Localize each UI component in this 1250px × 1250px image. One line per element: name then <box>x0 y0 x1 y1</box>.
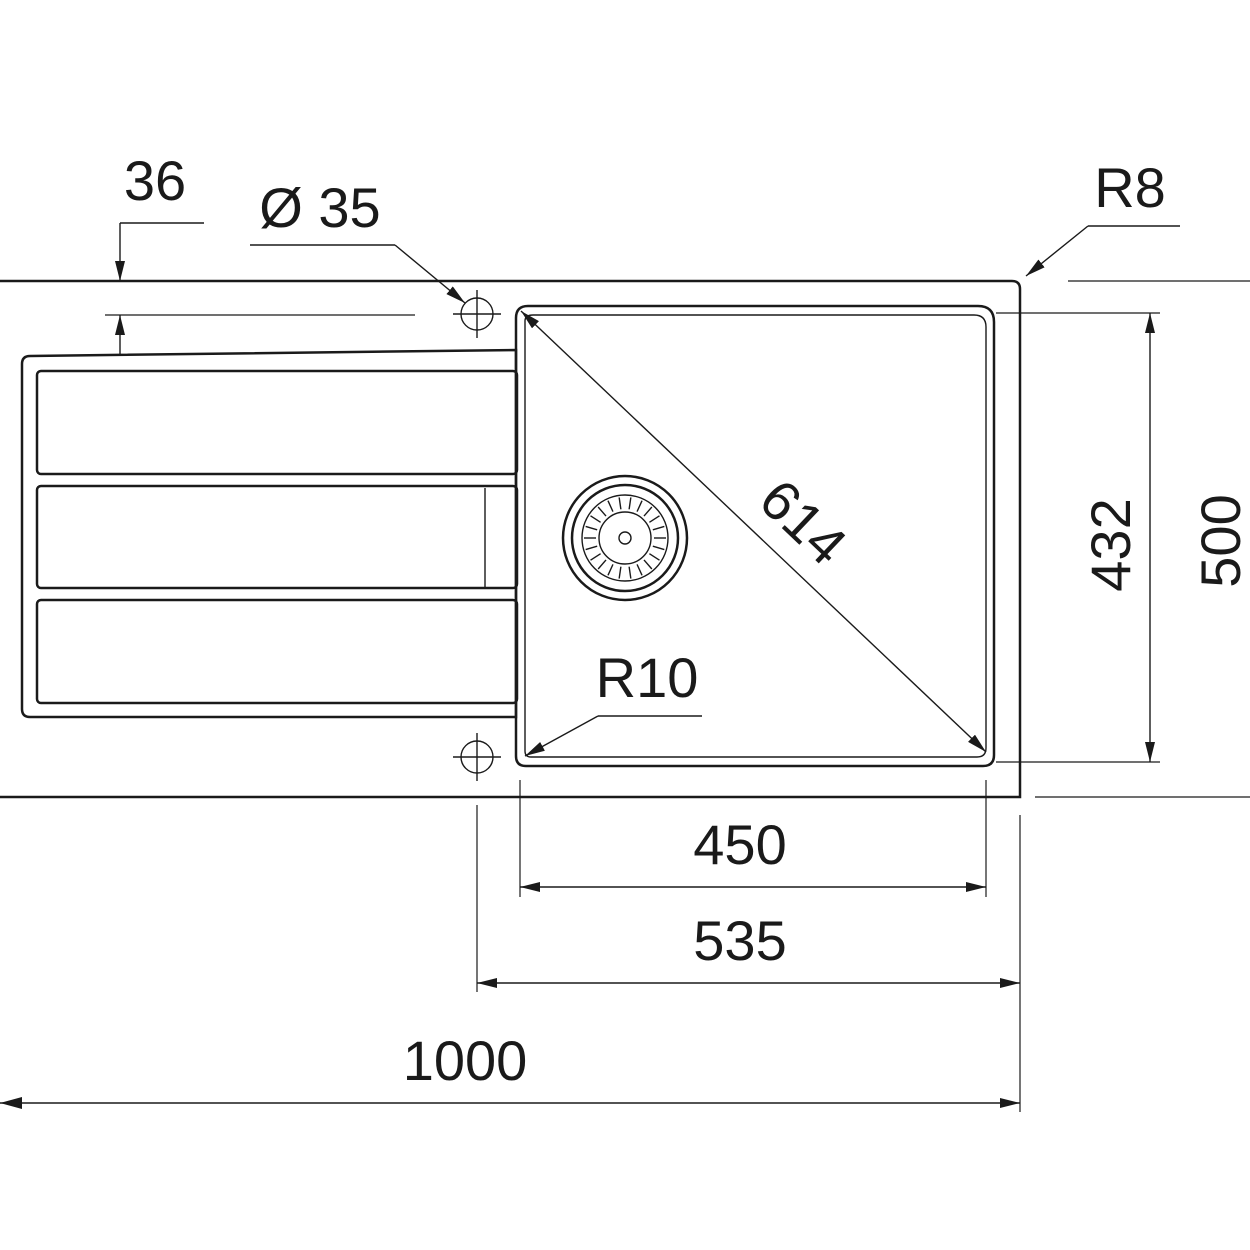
drainer-rib-2 <box>35 484 519 590</box>
strainer-slot <box>649 515 660 523</box>
drainer-outline <box>20 348 518 719</box>
strainer-slot <box>607 564 614 576</box>
strainer-slot <box>585 525 598 531</box>
strainer-slot <box>652 545 665 551</box>
dim-corner-radius-bowl: R10 <box>596 646 699 709</box>
dim-bowl-depth: 432 <box>1079 498 1142 591</box>
tap-hole-top <box>453 290 501 338</box>
strainer-slot <box>628 566 632 579</box>
dim-bowl-diagonal: 614 <box>748 467 859 577</box>
drainer-rib-3 <box>35 598 519 705</box>
dim-corner-radius-outer: R8 <box>1094 156 1166 219</box>
dim-bowl-width: 450 <box>693 813 786 876</box>
dim-outer-bowl-width: 535 <box>693 909 786 972</box>
strainer-slot <box>618 497 622 510</box>
strainer-slot <box>649 553 660 561</box>
strainer-slot <box>643 506 653 517</box>
sink-outer-outline <box>0 279 1022 799</box>
dim-drainer-offset: 36 <box>124 149 186 212</box>
bowl-outline <box>514 304 996 768</box>
strainer-slot <box>618 566 622 579</box>
strainer-slot <box>628 497 632 510</box>
strainer-slot <box>590 553 601 561</box>
strainer-slot <box>607 500 614 512</box>
strainer-slot <box>590 515 601 523</box>
strainer-slot <box>597 559 607 570</box>
strainer-slot <box>652 525 665 531</box>
strainer-slot <box>636 564 643 576</box>
dim-overall-width: 1000 <box>403 1029 528 1092</box>
strainer-slot <box>636 500 643 512</box>
strainer-slot <box>597 506 607 517</box>
dim-overall-depth: 500 <box>1189 494 1250 587</box>
strainer-waste <box>561 474 689 602</box>
tap-hole-bottom <box>453 733 501 781</box>
drainer-rib-1 <box>35 369 519 476</box>
strainer-slot <box>585 545 598 551</box>
strainer-slot <box>643 559 653 570</box>
dim-tap-hole-diameter: Ø 35 <box>259 176 380 239</box>
